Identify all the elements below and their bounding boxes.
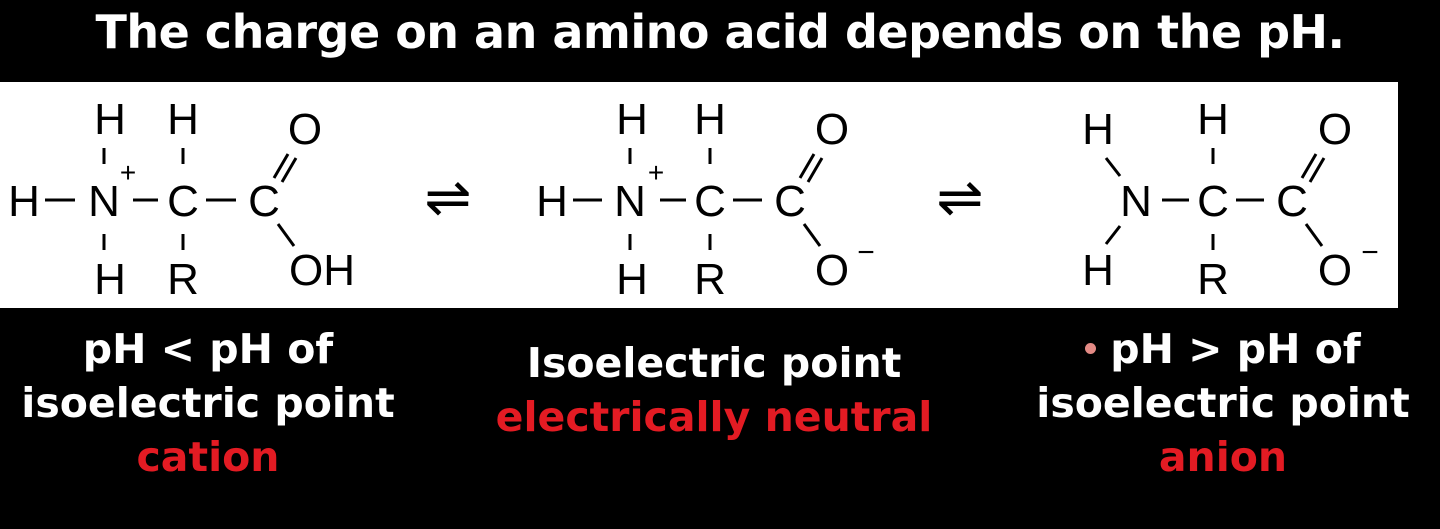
atom-c: C bbox=[774, 177, 806, 226]
atom-h: H bbox=[94, 255, 126, 304]
atom-n: N bbox=[88, 177, 120, 226]
bonds bbox=[45, 148, 298, 250]
atom-n: N bbox=[614, 177, 646, 226]
anion-condition-line1: pH > pH of bbox=[1110, 325, 1361, 373]
bonds bbox=[573, 148, 824, 250]
cation-condition-line2: isoelectric point bbox=[21, 379, 395, 427]
anion-condition-row: pH > pH of bbox=[1006, 322, 1440, 376]
cation-condition-line1: pH < pH of bbox=[82, 325, 334, 373]
atom-o: O bbox=[1318, 105, 1352, 154]
atom-c: C bbox=[1276, 177, 1308, 226]
atom-h: H bbox=[1082, 246, 1114, 295]
cation-structure: H H O H N + C C H R OH bbox=[8, 95, 355, 304]
anion-caption: pH > pH of isoelectric point anion bbox=[1006, 322, 1440, 484]
bonds bbox=[1104, 148, 1326, 250]
cation-caption: pH < pH of isoelectric point cation bbox=[0, 322, 416, 484]
atom-o: O bbox=[815, 246, 849, 295]
charge-plus: + bbox=[648, 157, 664, 188]
amino-acid-structures: H H O H N + C C H R OH ⇌ bbox=[8, 95, 1379, 304]
structures-panel: H H O H N + C C H R OH ⇌ bbox=[0, 82, 1398, 308]
anion-condition-line2: isoelectric point bbox=[1036, 379, 1410, 427]
charge-minus: − bbox=[1361, 236, 1379, 269]
atom-h: H bbox=[1197, 95, 1229, 144]
isoelectric-caption: Isoelectric point electrically neutral bbox=[460, 336, 968, 444]
atom-h: H bbox=[616, 95, 648, 144]
charge-plus: + bbox=[120, 157, 136, 188]
cation-label: cation bbox=[136, 433, 280, 481]
atom-h: H bbox=[1082, 105, 1114, 154]
atom-c: C bbox=[694, 177, 726, 226]
equilibrium-arrow: ⇌ bbox=[937, 165, 984, 228]
neutral-label: electrically neutral bbox=[495, 393, 933, 441]
atom-o: O bbox=[815, 105, 849, 154]
equilibrium-arrow: ⇌ bbox=[425, 165, 472, 228]
anion-structure: H H O N C C H R O − bbox=[1082, 95, 1379, 304]
atom-r: R bbox=[167, 255, 199, 304]
atom-c: C bbox=[1197, 177, 1229, 226]
zwitterion-structure: H H O H N + C C H R O − bbox=[536, 95, 875, 304]
bullet-icon bbox=[1085, 342, 1097, 354]
atom-r: R bbox=[1197, 255, 1229, 304]
atom-o: O bbox=[288, 105, 322, 154]
atom-h: H bbox=[536, 177, 568, 226]
atom-h: H bbox=[167, 95, 199, 144]
atom-h: H bbox=[694, 95, 726, 144]
atom-c: C bbox=[167, 177, 199, 226]
atom-r: R bbox=[694, 255, 726, 304]
atom-n: N bbox=[1120, 177, 1152, 226]
group-oh: OH bbox=[289, 246, 355, 295]
charge-minus: − bbox=[857, 236, 875, 269]
atom-h: H bbox=[8, 177, 40, 226]
atom-h: H bbox=[94, 95, 126, 144]
atom-h: H bbox=[616, 255, 648, 304]
atom-c: C bbox=[248, 177, 280, 226]
slide-title: The charge on an amino acid depends on t… bbox=[95, 5, 1345, 59]
anion-label: anion bbox=[1158, 433, 1288, 481]
atom-o: O bbox=[1318, 246, 1352, 295]
isoelectric-line1: Isoelectric point bbox=[526, 339, 902, 387]
